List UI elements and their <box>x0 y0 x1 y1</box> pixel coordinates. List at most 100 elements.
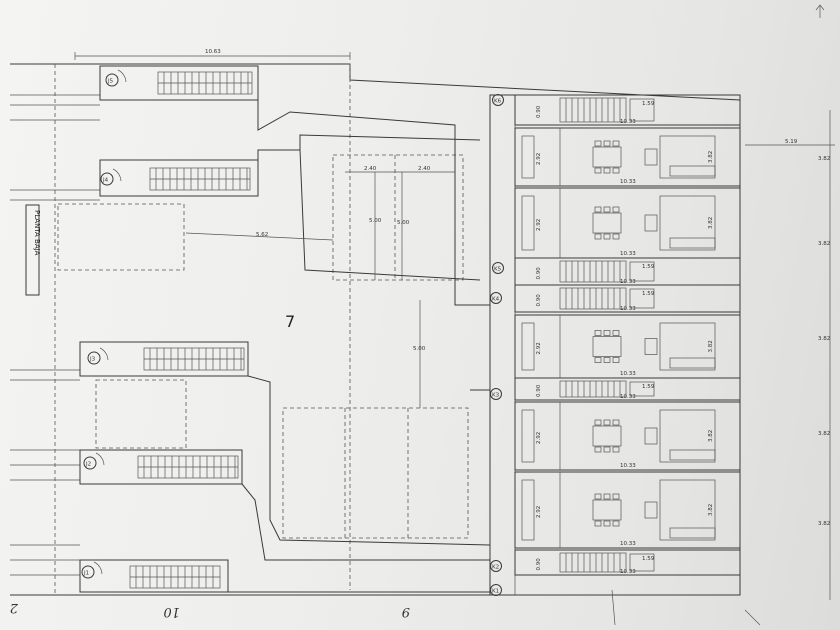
armchair <box>644 214 658 232</box>
dimension-label: 1.59 <box>642 101 655 107</box>
dimension-label: 0.90 <box>536 558 542 571</box>
center-dimensions: 2.40 2.40 5.00 5.00 5.62 5.00 <box>185 166 455 408</box>
living-area <box>659 135 716 179</box>
parking-tag-label: J2 <box>85 462 91 468</box>
parking-tag: J4 <box>100 168 122 186</box>
unit-marker-label: K2 <box>492 565 499 571</box>
dashed-boundary <box>54 64 741 595</box>
sofa <box>669 449 716 461</box>
unit-marker: K3 <box>490 388 502 400</box>
dimension-label: 2.92 <box>536 506 542 518</box>
sofa <box>669 357 716 369</box>
parking-tag: J1 <box>81 561 103 579</box>
unit-marker-label: K3 <box>492 393 500 399</box>
dining-table <box>592 336 622 357</box>
unit-marker: K1 <box>490 584 502 596</box>
lot-lines-left <box>10 94 100 576</box>
dimension-label: 1.59 <box>642 556 655 562</box>
kitchen-counter <box>521 135 535 179</box>
parking-tag: J5 <box>105 69 127 87</box>
dimension-label: 2.92 <box>536 153 542 165</box>
unit-marker: K4 <box>490 292 502 304</box>
armchair <box>644 148 658 166</box>
dimension-label: 10.33 <box>620 306 636 312</box>
dim-bay-b: 2.40 <box>418 166 431 172</box>
dim-bay-a: 2.40 <box>364 166 377 172</box>
stairs-left <box>129 71 253 589</box>
living-area <box>659 322 716 371</box>
dim-room-5: 3.82 <box>818 521 830 527</box>
handwritten-notes: 2 10 9 <box>10 589 761 626</box>
kitchen-counter <box>521 322 535 371</box>
dim-depth-a: 5.00 <box>369 218 382 224</box>
dimension-label: 1.59 <box>642 264 655 270</box>
hand-note-3: 9 <box>402 604 410 619</box>
parking-tag-label: J5 <box>107 79 114 85</box>
armchair <box>644 338 658 355</box>
dim-room-3: 3.82 <box>818 336 830 342</box>
dimension-label: 0.90 <box>536 267 542 280</box>
unit-stair-row: 10.33 0.90 1.59 <box>514 257 741 286</box>
unit-stair-row: 10.33 0.90 1.59 <box>514 94 741 126</box>
dimension-label: 3.82 <box>708 504 714 516</box>
dimension-label: 10.33 <box>620 119 636 125</box>
unit-stair-row: 10.33 0.90 1.59 <box>514 284 741 313</box>
dimension-label: 1.59 <box>642 291 655 297</box>
parking-tag: J3 <box>87 347 109 365</box>
sheet-label: PLANTA BAJA <box>33 210 41 256</box>
dim-room-2: 3.82 <box>818 241 830 247</box>
dimension-label: 10.33 <box>620 251 636 257</box>
unit-marker: K2 <box>490 560 502 572</box>
parking-tag: J2 <box>83 452 105 470</box>
dimension-label: 3.82 <box>708 430 714 442</box>
sofa <box>669 527 716 539</box>
dimension-label: 0.90 <box>536 294 542 307</box>
dimension-label: 10.33 <box>620 541 636 547</box>
parking-tag-label: J3 <box>89 357 96 363</box>
living-area <box>659 479 716 541</box>
dimension-label: 3.82 <box>708 151 714 163</box>
dim-room-4: 3.82 <box>818 431 830 437</box>
parking-tag-label: J4 <box>102 178 109 184</box>
driveway <box>228 100 491 593</box>
pencil-marks <box>611 589 761 626</box>
unit-marker: K6 <box>492 94 504 106</box>
armchair <box>644 501 658 519</box>
dining-table <box>592 499 622 521</box>
lot-number: 7 <box>285 312 295 331</box>
stair-ticks <box>130 72 252 588</box>
unit-marker: K5 <box>492 262 504 274</box>
dim-span: 5.62 <box>256 232 268 238</box>
dining-table <box>592 425 622 447</box>
dim-top-width: 10.63 <box>205 49 221 55</box>
unit-marker-label: K5 <box>494 267 502 273</box>
dim-depth-b: 5.00 <box>397 220 410 226</box>
dimension-label: 2.92 <box>536 432 542 444</box>
sofa <box>669 237 716 249</box>
living-area <box>659 409 716 463</box>
parking-tag-label: J1 <box>83 571 89 577</box>
right-dimensions: 5.19 3.82 3.82 3.82 3.82 3.82 <box>745 110 835 600</box>
dimension-label: 10.33 <box>620 279 636 285</box>
unit-marker-label: K1 <box>492 589 499 595</box>
unit-marker-label: K6 <box>494 99 502 105</box>
dimension-label: 10.33 <box>620 463 636 469</box>
sofa <box>669 165 716 177</box>
dimension-label: 10.33 <box>620 569 636 575</box>
dim-terrace: 5.19 <box>785 139 798 145</box>
dimension-label: 10.33 <box>620 394 636 400</box>
top-dimension: 10.63 <box>74 49 351 60</box>
kitchen-counter <box>521 409 535 463</box>
unit-row: 2.92 3.82 10.33 <box>514 401 741 471</box>
kitchen-counter <box>521 479 535 541</box>
property-boundary <box>10 63 741 596</box>
dimension-label: 0.90 <box>536 105 542 118</box>
